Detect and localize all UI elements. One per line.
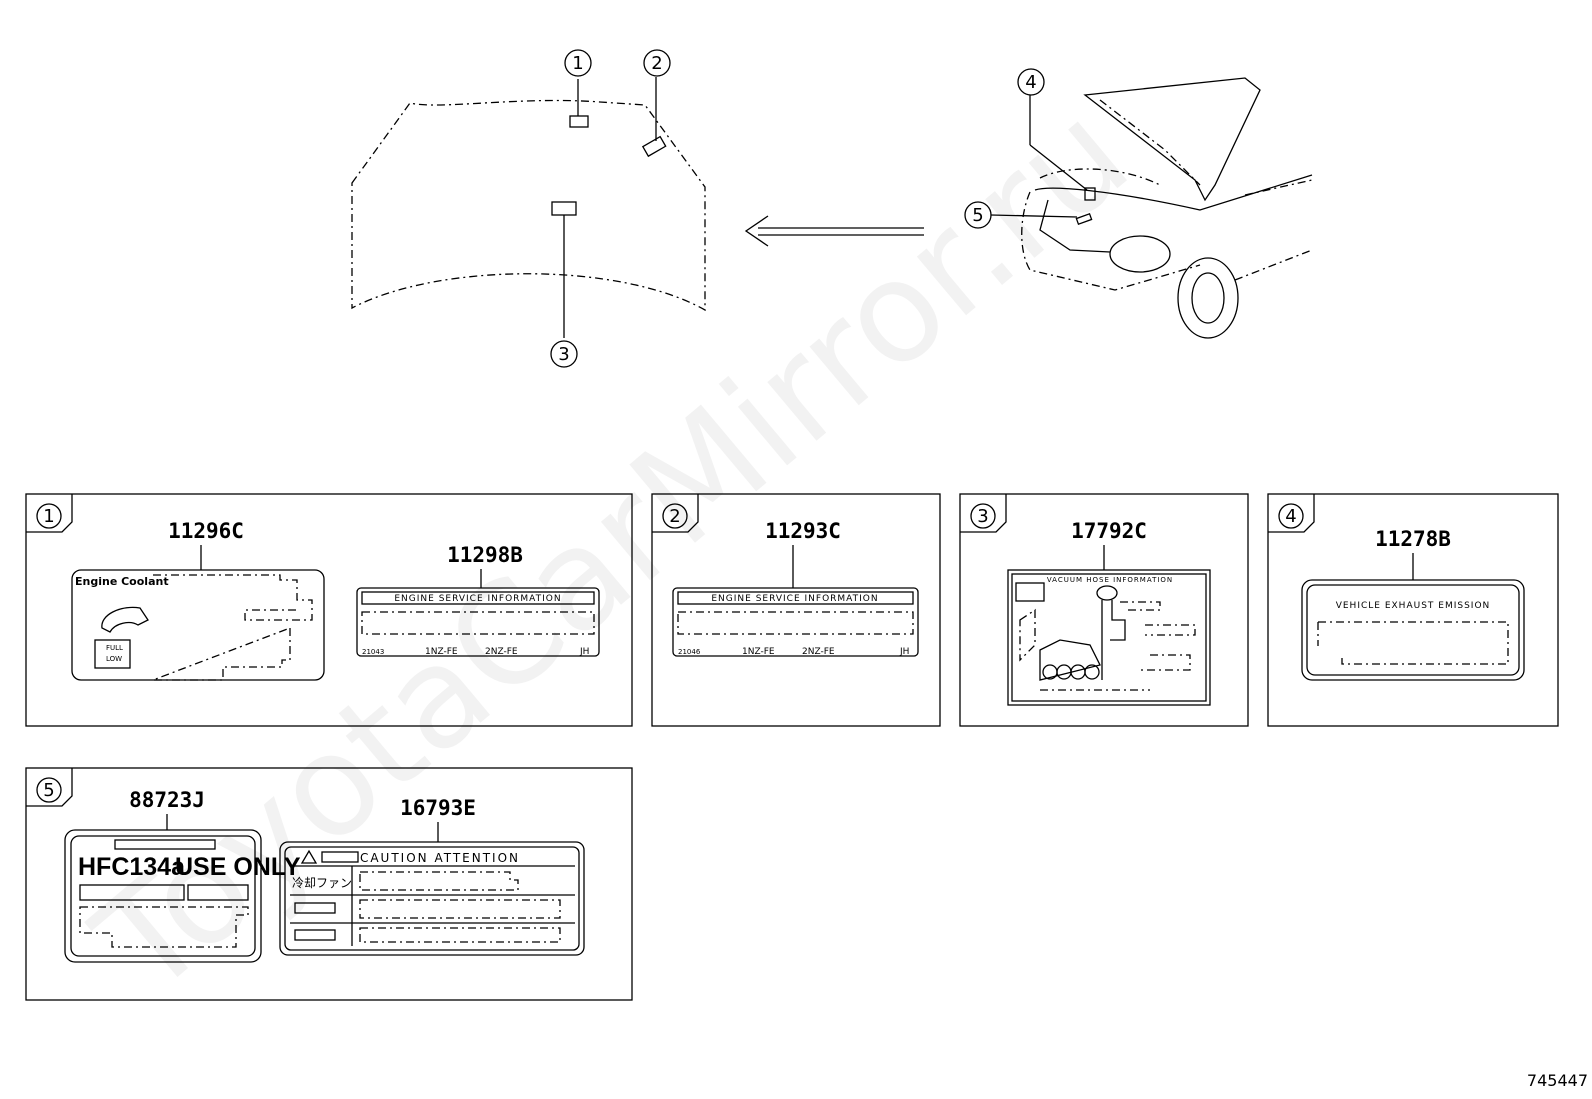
part-number-16793E: 16793E <box>400 796 476 820</box>
svg-text:CAUTION ATTENTION: CAUTION ATTENTION <box>360 851 520 865</box>
svg-text:1NZ-FE: 1NZ-FE <box>425 647 458 657</box>
callout-5: 5 <box>964 201 992 229</box>
svg-text:4: 4 <box>1285 506 1296 527</box>
svg-text:JH: JH <box>899 647 909 657</box>
svg-text:2NZ-FE: 2NZ-FE <box>802 647 835 657</box>
svg-text:USE ONLY: USE ONLY <box>175 853 301 881</box>
callout-4: 4 <box>1017 68 1045 96</box>
svg-text:VEHICLE EXHAUST EMISSION: VEHICLE EXHAUST EMISSION <box>1336 601 1491 611</box>
svg-text:冷却ファン: 冷却ファン <box>292 876 352 890</box>
figure-id: 745447 <box>1527 1071 1588 1090</box>
part-number-11278B: 11278B <box>1375 527 1451 551</box>
panel-1: 1 11296C Engine Coolant FULL LOW 11298B … <box>25 493 633 727</box>
part-number-11298B: 11298B <box>447 543 523 567</box>
svg-text:VACUUM HOSE INFORMATION: VACUUM HOSE INFORMATION <box>1047 576 1173 584</box>
svg-text:5: 5 <box>972 205 983 226</box>
label-engine-service-1 <box>356 587 600 657</box>
label-vacuum-hose <box>1007 569 1211 706</box>
callout-1: 1 <box>564 49 592 77</box>
svg-text:2NZ-FE: 2NZ-FE <box>485 647 518 657</box>
part-number-11296C: 11296C <box>168 519 244 543</box>
panel-4: 4 11278B VEHICLE EXHAUST EMISSION <box>1267 493 1559 727</box>
svg-text:21046: 21046 <box>678 648 701 656</box>
label-engine-service-2 <box>672 587 919 657</box>
svg-text:LOW: LOW <box>106 655 122 663</box>
svg-text:HFC134a: HFC134a <box>78 853 186 881</box>
svg-text:3: 3 <box>558 344 569 365</box>
arrow-icon <box>744 215 924 247</box>
svg-text:FULL: FULL <box>106 644 123 652</box>
panel-5: 5 88723J HFC134a USE ONLY 16793E <box>25 767 633 1001</box>
hood-illustration <box>351 77 706 338</box>
svg-text:4: 4 <box>1025 72 1036 93</box>
svg-text:2: 2 <box>651 53 662 74</box>
label-hfc134a <box>64 829 262 963</box>
svg-text:1: 1 <box>43 506 54 527</box>
svg-text:Engine Coolant: Engine Coolant <box>75 575 169 588</box>
svg-text:1: 1 <box>572 53 583 74</box>
part-number-11293C: 11293C <box>765 519 841 543</box>
svg-text:JH: JH <box>579 647 589 657</box>
callout-2: 2 <box>643 49 671 77</box>
label-vehicle-exhaust <box>1301 579 1525 681</box>
car-illustration <box>990 77 1313 339</box>
part-number-88723J: 88723J <box>129 788 205 812</box>
callout-3: 3 <box>550 340 578 368</box>
svg-text:1NZ-FE: 1NZ-FE <box>742 647 775 657</box>
svg-text:3: 3 <box>977 506 988 527</box>
panel-2: 2 11293C ENGINE SERVICE INFORMATION 2104… <box>651 493 941 727</box>
label-engine-coolant <box>71 569 325 681</box>
watermark: ToyotaCarMirror.ru <box>66 73 1158 1026</box>
label-caution-attention <box>279 841 585 956</box>
svg-text:21043: 21043 <box>362 648 384 656</box>
svg-text:5: 5 <box>43 780 54 801</box>
svg-text:ENGINE SERVICE INFORMATION: ENGINE SERVICE INFORMATION <box>711 594 878 604</box>
svg-text:2: 2 <box>669 506 680 527</box>
panel-3: 3 17792C VACUUM HOSE INFORMATION <box>959 493 1249 727</box>
part-number-17792C: 17792C <box>1071 519 1147 543</box>
svg-text:ENGINE SERVICE INFORMATION: ENGINE SERVICE INFORMATION <box>394 594 561 604</box>
